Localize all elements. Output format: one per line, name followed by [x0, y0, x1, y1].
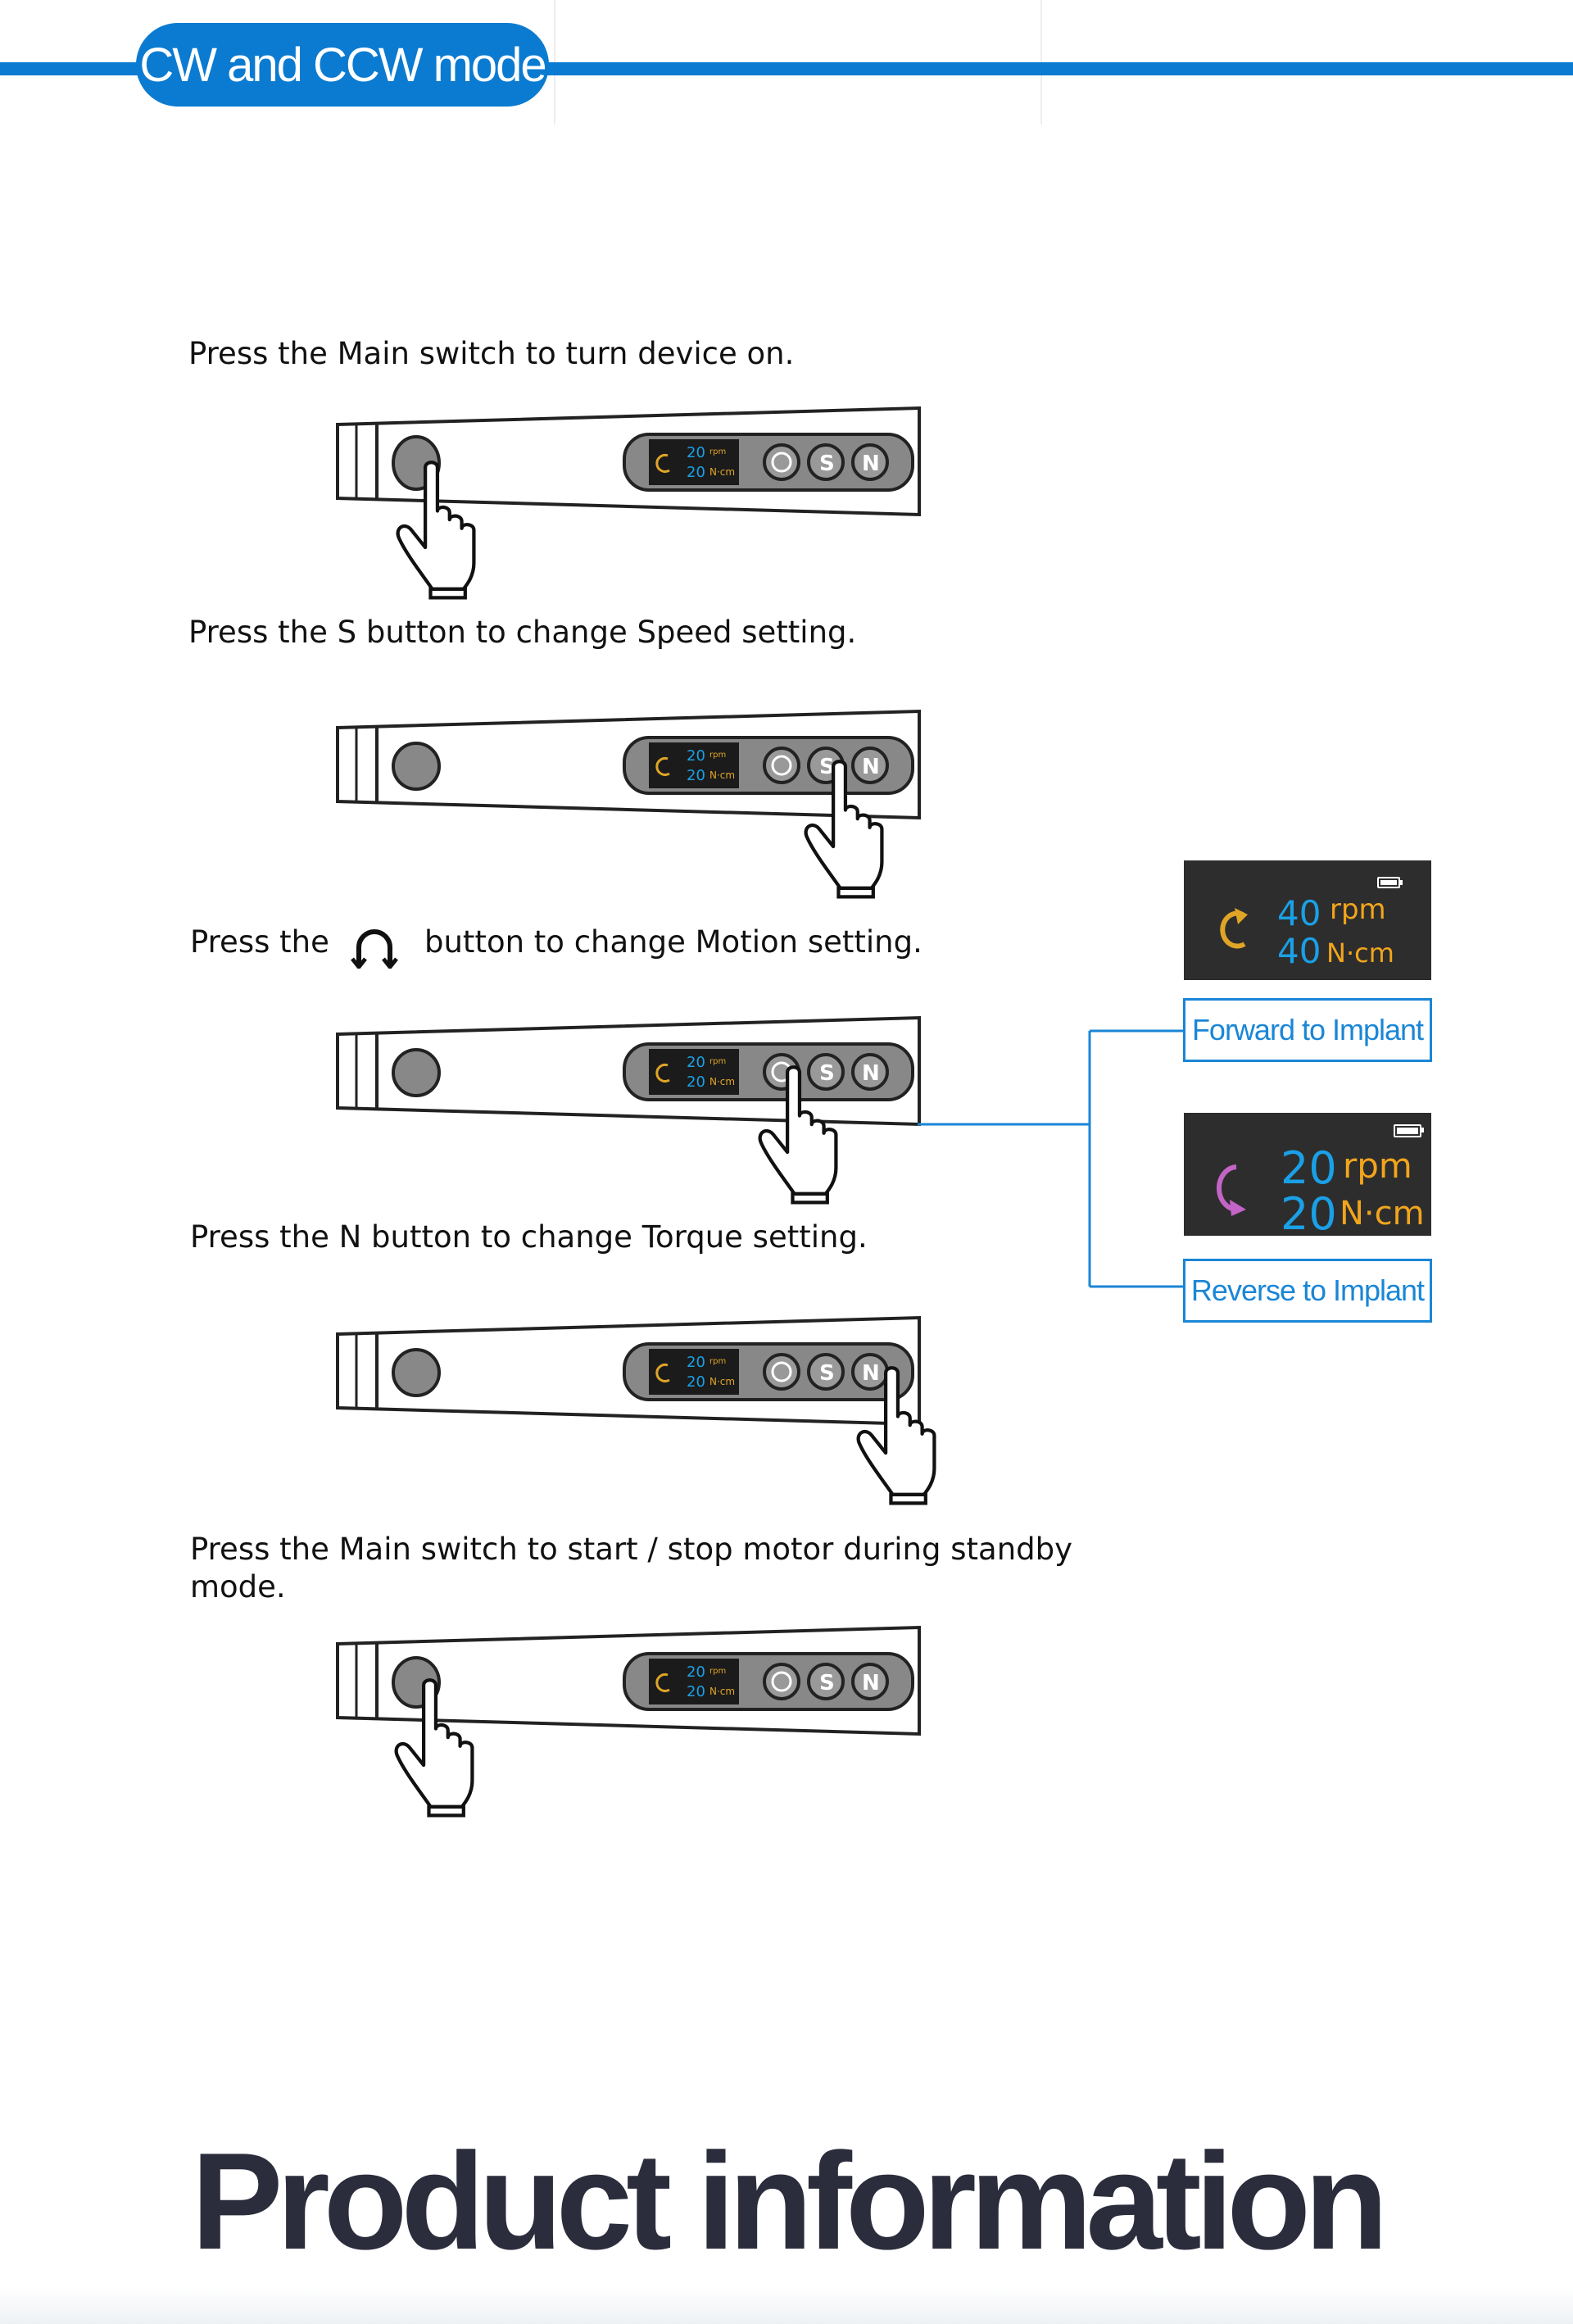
step-2-text: Press the S button to change Speed setti… — [188, 615, 857, 650]
forward-arrow-icon — [1220, 908, 1248, 949]
device-illustration: 20 20 rpm N·cm S N — [336, 406, 921, 517]
svg-text:S: S — [819, 1361, 835, 1386]
svg-text:N·cm: N·cm — [709, 769, 735, 781]
display-torque-unit: N·cm — [1340, 1195, 1425, 1232]
svg-text:20: 20 — [687, 464, 705, 481]
svg-text:20: 20 — [687, 1664, 705, 1681]
motion-icon — [351, 929, 398, 969]
display-torque-unit: N·cm — [1326, 937, 1394, 969]
svg-text:20: 20 — [687, 747, 705, 765]
section-badge: CW and CCW mode — [136, 23, 549, 107]
display-speed-unit: rpm — [1343, 1146, 1412, 1186]
reverse-to-implant-label: Reverse to Implant — [1183, 1259, 1432, 1323]
svg-text:rpm: rpm — [709, 1357, 726, 1366]
svg-text:20: 20 — [687, 1054, 705, 1071]
step-3-text-after: button to change Motion setting. — [424, 924, 922, 960]
device-illustration: 20 20 rpm N·cm S N — [336, 1625, 921, 1736]
svg-text:rpm: rpm — [709, 1667, 726, 1676]
product-information-title: Product information — [191, 2124, 1388, 2278]
step-1-text: Press the Main switch to turn device on. — [188, 336, 795, 371]
step-3-text-before: Press the — [190, 924, 329, 960]
display-speed-unit: rpm — [1330, 893, 1386, 926]
svg-text:N: N — [862, 1361, 880, 1386]
svg-text:20: 20 — [687, 1354, 705, 1371]
svg-text:20: 20 — [687, 1073, 705, 1091]
step-4-text: Press the N button to change Torque sett… — [190, 1219, 868, 1255]
svg-text:N: N — [862, 1061, 880, 1086]
svg-text:N: N — [862, 755, 880, 779]
svg-text:S: S — [819, 1061, 835, 1086]
svg-text:rpm: rpm — [709, 1057, 726, 1066]
connector-lines — [918, 1029, 1186, 1288]
reverse-arrow-icon — [1217, 1164, 1246, 1216]
forward-display: 40 rpm 40 N·cm — [1184, 860, 1431, 980]
svg-text:20: 20 — [687, 767, 705, 784]
hand-pointer-icon — [747, 1064, 854, 1211]
footer-shade — [0, 2286, 1573, 2324]
hand-pointer-icon — [793, 758, 900, 906]
svg-text:rpm: rpm — [709, 751, 726, 760]
hand-pointer-icon — [845, 1364, 952, 1512]
svg-text:20: 20 — [687, 1373, 705, 1391]
svg-text:N·cm: N·cm — [709, 1376, 735, 1387]
step-5-text: Press the Main switch to start / stop mo… — [190, 1532, 1073, 1605]
display-speed-value: 20 — [1281, 1142, 1337, 1194]
hand-pointer-icon — [383, 1677, 490, 1824]
display-torque-value: 20 — [1281, 1188, 1337, 1240]
hand-pointer-icon — [385, 459, 492, 606]
svg-text:N·cm: N·cm — [709, 1076, 735, 1087]
svg-text:S: S — [819, 1671, 835, 1695]
svg-text:S: S — [819, 755, 835, 779]
svg-text:S: S — [819, 452, 835, 476]
svg-text:20: 20 — [687, 444, 705, 461]
battery-icon — [1394, 1124, 1421, 1137]
device-illustration: 20 20 rpm N·cm S N — [336, 1315, 921, 1427]
reverse-display: 20 rpm 20 N·cm — [1184, 1113, 1431, 1240]
svg-text:N·cm: N·cm — [709, 466, 735, 478]
svg-text:20: 20 — [687, 1683, 705, 1700]
forward-to-implant-label: Forward to Implant — [1183, 998, 1432, 1062]
svg-text:N: N — [862, 452, 880, 476]
svg-text:rpm: rpm — [709, 447, 726, 456]
battery-icon — [1377, 877, 1400, 888]
device-illustration: 20 20 rpm N·cm S N — [336, 1015, 921, 1127]
display-speed-value: 40 — [1277, 893, 1321, 933]
svg-text:N: N — [862, 1671, 880, 1695]
display-torque-value: 40 — [1277, 931, 1321, 971]
svg-text:N·cm: N·cm — [709, 1686, 735, 1697]
